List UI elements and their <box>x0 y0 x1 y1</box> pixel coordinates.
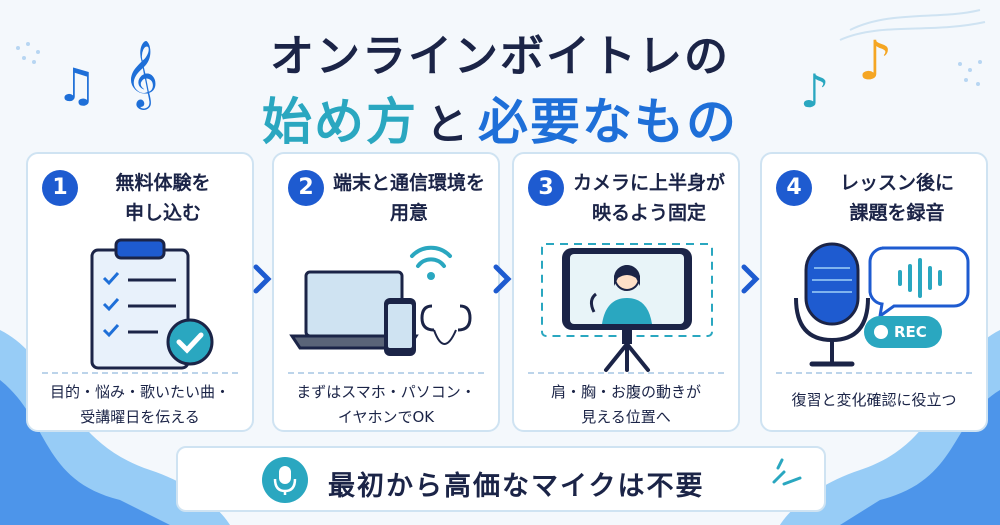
record-dot-icon <box>874 325 888 339</box>
card-divider <box>528 372 724 374</box>
step-title: レッスン後に課題を録音 <box>839 172 954 224</box>
step-number: 2 <box>288 170 324 206</box>
step-description: 目的・悩み・歌いたい曲・受講曜日を伝える <box>49 383 230 426</box>
microphone-icon <box>794 242 970 367</box>
music-note-icon: ♪ <box>800 64 830 118</box>
page-title: オンラインボイトレの <box>270 31 730 82</box>
step-number: 3 <box>528 170 564 206</box>
step-card-2: 2 端末と通信環境を用意 まずはスマホ・パソコン・イヤホンでOK <box>272 152 500 432</box>
step-description: 肩・胸・お腹の動きが見える位置へ <box>550 383 701 426</box>
chevron-right-icon <box>493 264 512 294</box>
title-part-and: と <box>425 100 470 149</box>
card-divider <box>42 372 238 374</box>
step-number: 4 <box>776 170 812 206</box>
step-description: まずはスマホ・パソコン・イヤホンでOK <box>296 383 476 426</box>
sparkle-lines-icon <box>772 458 802 486</box>
chevron-right-icon <box>253 264 272 294</box>
page-subtitle: 始め方と必要なもの <box>0 82 1000 154</box>
microphone-icon <box>262 457 308 503</box>
title-part-needs: 必要なもの <box>478 93 738 151</box>
step-card-1: 1 無料体験を申し込む 目的・悩み・歌いたい曲・受講曜日を伝える <box>26 152 254 432</box>
step-card-4: 4 レッスン後に課題を録音 復習と変化確認に役立つ <box>760 152 988 432</box>
card-divider <box>776 372 972 374</box>
step-description: 復習と変化確認に役立つ <box>791 391 957 409</box>
devices-icon <box>289 245 472 356</box>
step-title: 無料体験を申し込む <box>115 172 211 224</box>
rec-badge: REC <box>864 316 942 348</box>
step-card-3: 3 カメラに上半身が映るよう固定 肩・胸・お腹の動きが見える位置へ <box>512 152 740 432</box>
treble-clef-icon: 𝄞 <box>124 39 159 107</box>
clipboard-check-icon <box>90 238 214 370</box>
bottom-note-text: 最初から高価なマイクは不要 <box>328 471 705 502</box>
title-part-howto: 始め方 <box>261 93 418 151</box>
step-title: 端末と通信環境を用意 <box>332 172 485 224</box>
music-note-icon: ♪ <box>858 29 893 92</box>
phone-camera-icon <box>541 243 713 372</box>
step-number: 1 <box>42 170 78 206</box>
bottom-note-box: 最初から高価なマイクは不要 <box>176 446 826 512</box>
chevron-right-icon <box>741 264 760 294</box>
music-note-icon: ♫ <box>56 58 98 112</box>
step-title: カメラに上半身が映るよう固定 <box>572 172 725 224</box>
card-divider <box>288 372 484 374</box>
